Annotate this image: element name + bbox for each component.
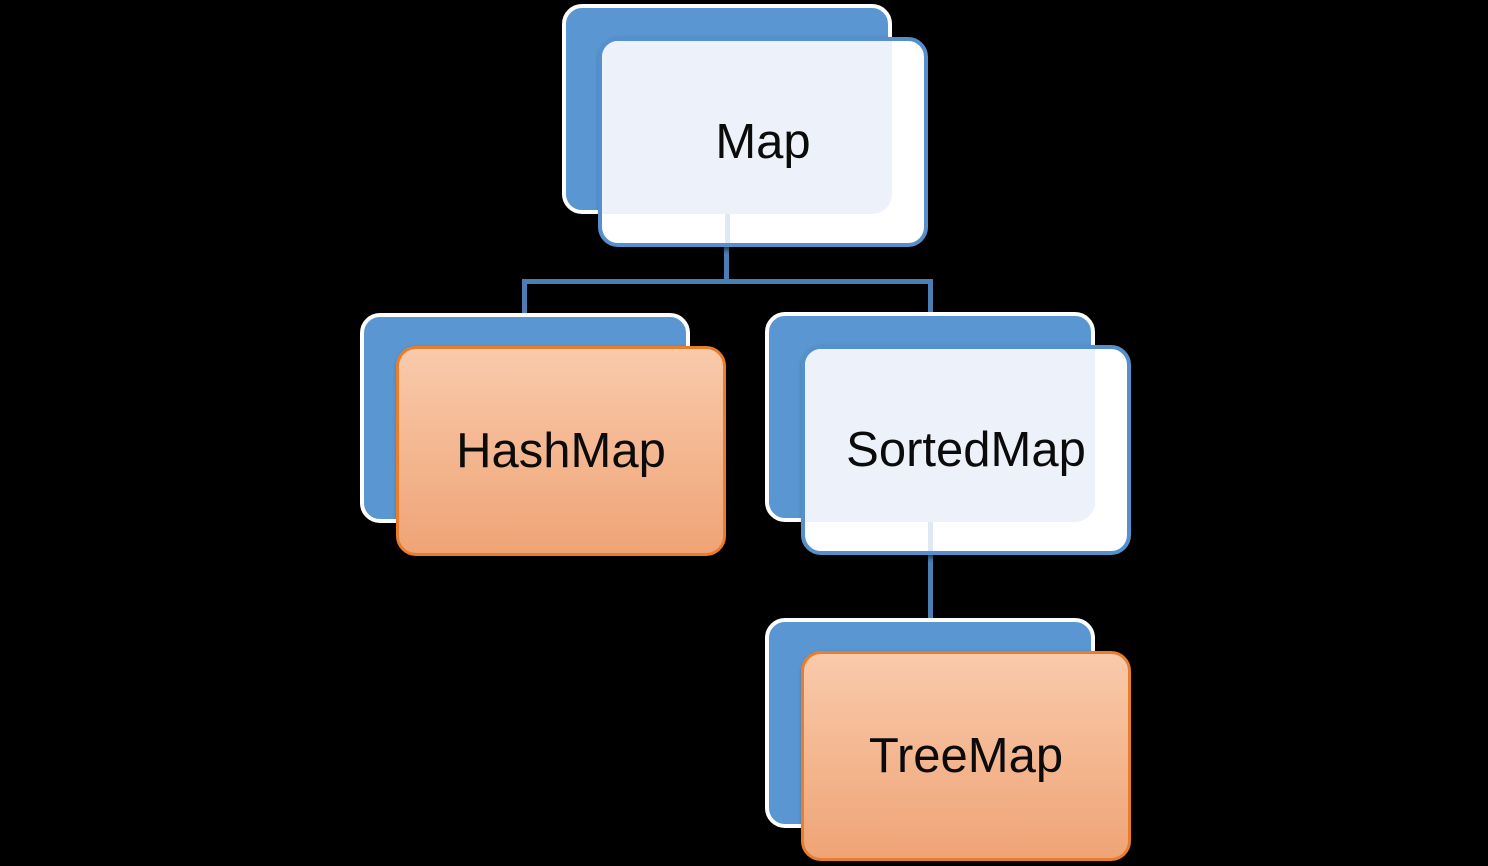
map-label: Map [715, 114, 811, 169]
map-connector-showthrough [725, 214, 730, 243]
treemap-box: TreeMap [801, 651, 1131, 861]
node-sortedmap: SortedMap [765, 312, 1131, 555]
connector-to-sortedmap [928, 282, 933, 315]
map-shadow-showthrough [602, 41, 892, 214]
hashmap-box: HashMap [396, 346, 726, 556]
connector-to-treemap [928, 552, 933, 622]
treemap-label: TreeMap [868, 728, 1064, 783]
node-treemap: TreeMap [765, 618, 1131, 861]
sortedmap-label: SortedMap [846, 422, 1086, 477]
hashmap-label: HashMap [456, 423, 666, 478]
map-box: Map [598, 37, 928, 247]
sortedmap-shadow-showthrough [805, 349, 1095, 522]
connector-map-stem [724, 244, 729, 282]
sortedmap-connector-showthrough [928, 522, 933, 551]
connector-to-hashmap [522, 282, 527, 317]
sortedmap-box: SortedMap [801, 345, 1131, 555]
node-hashmap: HashMap [360, 313, 726, 556]
node-map: Map [562, 4, 928, 247]
connector-horizontal-bar [522, 279, 933, 284]
